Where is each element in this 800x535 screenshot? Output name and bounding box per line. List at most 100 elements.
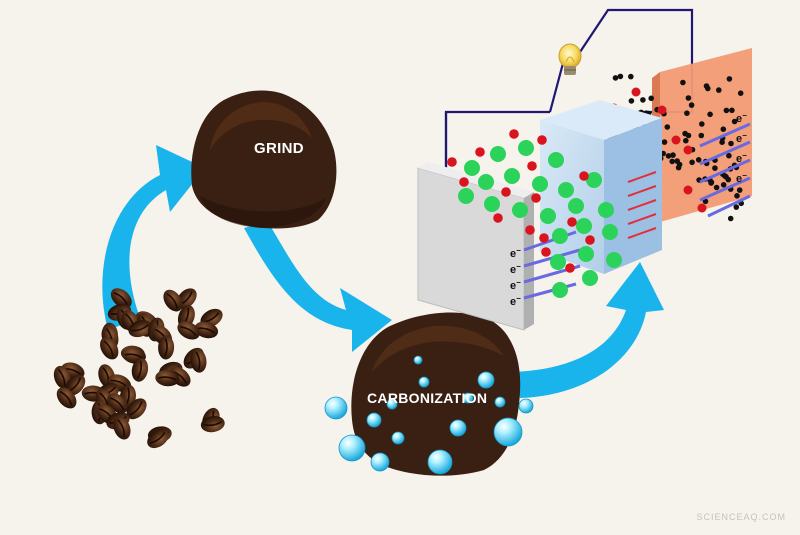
cation [458, 188, 474, 204]
coffee-beans-pile [53, 288, 225, 449]
electron-dot [726, 152, 732, 159]
electron-dot [722, 173, 728, 179]
anion [683, 145, 693, 155]
cation [548, 152, 564, 168]
bubble [324, 396, 348, 420]
cation [582, 270, 598, 286]
cation [512, 202, 528, 218]
cation [576, 218, 592, 234]
anion [525, 225, 535, 235]
electron-dot [661, 139, 668, 145]
svg-text:e−: e− [510, 294, 521, 308]
bubble [493, 417, 523, 447]
electron-labels-left: e− e− e− e− [510, 246, 521, 308]
svg-text:e−: e− [510, 278, 521, 292]
electron-dot [640, 97, 646, 103]
coffee-bean [113, 416, 131, 440]
coffee-bean [194, 321, 219, 339]
electron-dot [716, 87, 722, 93]
electron-dot [684, 110, 690, 116]
coffee-bean [131, 357, 149, 382]
coffee-bean [100, 337, 119, 360]
bubble [494, 396, 506, 408]
arrow-beans-to-grind [102, 145, 205, 330]
anion [683, 185, 693, 195]
anion [539, 233, 549, 243]
electron-dot [707, 111, 713, 118]
bubble [418, 376, 430, 388]
cation [532, 176, 548, 192]
watermark: SCIENCEAQ.COM [696, 512, 786, 522]
svg-text:e−: e− [736, 151, 747, 165]
electron-dot [612, 75, 619, 81]
anion [541, 247, 551, 257]
electron-dot [685, 132, 692, 139]
coffee-bean [128, 320, 152, 338]
coffee-bean [158, 335, 175, 360]
arrow-carbonization-to-capacitor [512, 262, 664, 398]
cation [598, 202, 614, 218]
electron-dot [648, 95, 654, 102]
cation [558, 182, 574, 198]
cycle-arrows [102, 145, 664, 398]
cation [550, 254, 566, 270]
coffee-bean [200, 415, 225, 433]
cation [606, 252, 622, 268]
electron-dot [675, 164, 682, 171]
electron-dot [702, 198, 709, 205]
svg-text:e−: e− [510, 246, 521, 260]
electron-dot [736, 187, 743, 193]
electron-dot [720, 126, 727, 132]
electron-dot [729, 107, 735, 114]
anion [567, 217, 577, 227]
supercapacitor-device: e− e− e− e− e− e− e− e− [417, 8, 752, 331]
electron-dot [688, 102, 695, 108]
electron-dot [719, 139, 725, 145]
svg-text:e−: e− [736, 111, 747, 125]
carbonization-bubbles [324, 355, 534, 475]
cation [484, 196, 500, 212]
electron-dot [731, 118, 738, 125]
coffee-bean [56, 387, 77, 409]
electron-dot [670, 152, 676, 158]
electron-dot [705, 85, 711, 92]
anion [631, 87, 641, 97]
electron-dot [695, 157, 702, 163]
anion [509, 129, 519, 139]
arrow-grind-to-carbonization [244, 222, 392, 352]
electron-dot [723, 107, 730, 114]
electron-dot [698, 132, 705, 139]
electrolyte-ions [447, 129, 622, 298]
cation [518, 140, 534, 156]
svg-text:e−: e− [510, 262, 521, 276]
bubble [366, 412, 382, 428]
separator-red-lines [627, 171, 657, 239]
anion [527, 161, 537, 171]
electron-dot [726, 76, 733, 82]
electron-dot [683, 137, 689, 144]
separator-membrane [540, 100, 662, 274]
bubble [427, 449, 453, 475]
svg-text:e−: e− [736, 131, 747, 145]
electron-dot [708, 180, 714, 186]
anion [493, 213, 503, 223]
electron-dot [737, 90, 744, 96]
coffee-bean [190, 348, 207, 373]
cation [490, 146, 506, 162]
anion [459, 177, 469, 187]
electron-labels-right: e− e− e− e− [736, 111, 747, 185]
coffee-bean [126, 398, 147, 420]
electron-dot [733, 204, 740, 210]
anion [475, 147, 485, 157]
electron-dot [727, 215, 734, 222]
electron-dot [720, 182, 727, 188]
cation [578, 246, 594, 262]
coffee-bean [177, 321, 200, 340]
electron-dot [734, 193, 740, 199]
electron-dot [689, 159, 695, 166]
grind-label: GRIND [254, 140, 304, 157]
cation [464, 160, 480, 176]
anion [537, 135, 547, 145]
